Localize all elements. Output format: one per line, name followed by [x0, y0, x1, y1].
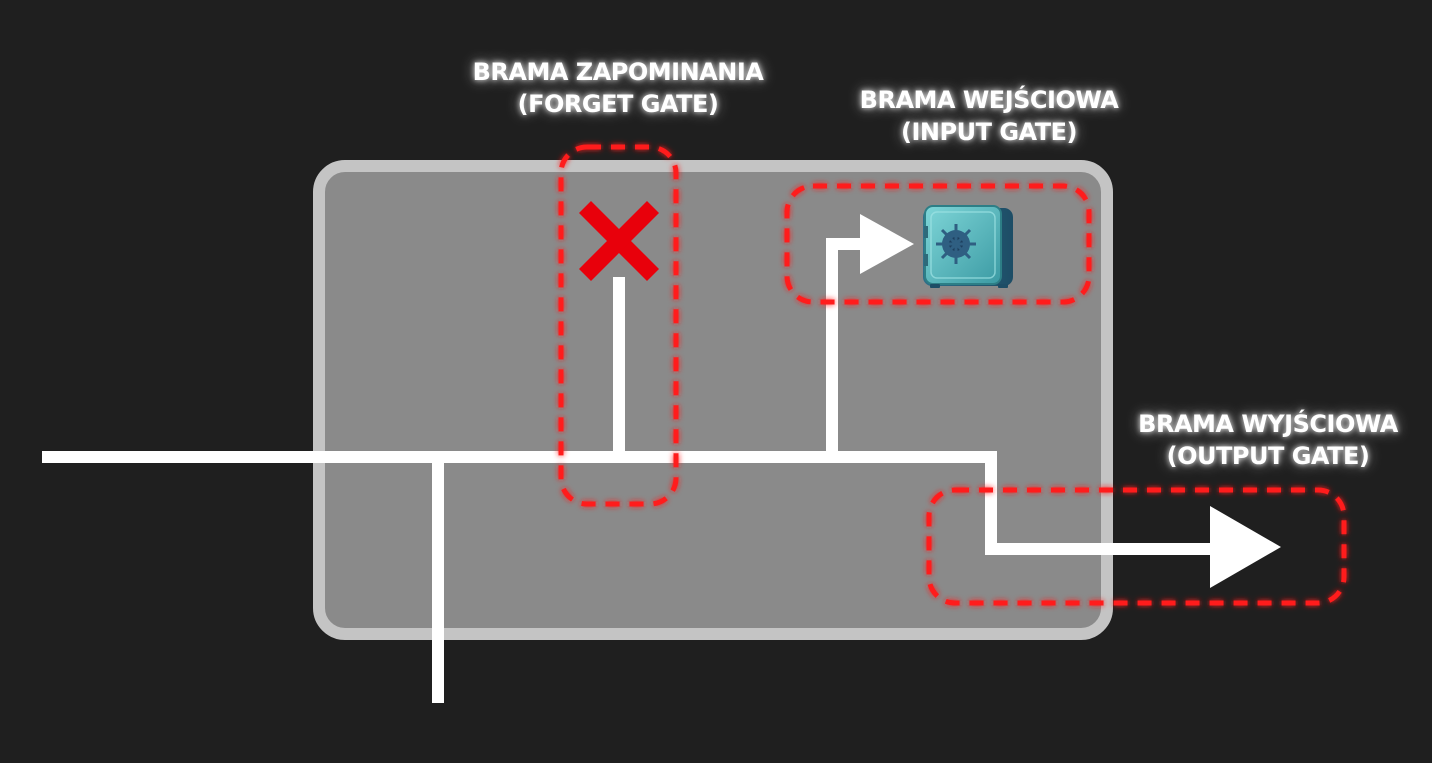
- forget-gate-outline: [558, 144, 679, 507]
- forget-gate-label-line2: (FORGET GATE): [517, 90, 719, 118]
- safe-icon: [923, 205, 1013, 288]
- wires: [42, 238, 1216, 703]
- output-arrow-icon: [1210, 506, 1281, 588]
- input-arrowhead: [860, 214, 914, 274]
- lstm-cell: [313, 160, 1113, 640]
- output-gate-label-line2: (OUTPUT GATE): [1166, 442, 1370, 470]
- output-gate-label: BRAMA WYJŚCIOWA (OUTPUT GATE): [1068, 408, 1432, 472]
- input-gate-label-line2: (INPUT GATE): [901, 118, 1077, 146]
- input-gate-wire: [826, 238, 866, 457]
- output-gate-outline: [926, 487, 1347, 606]
- output-gate-label-line1: BRAMA WYJŚCIOWA: [1138, 410, 1398, 438]
- red-x-icon: [578, 200, 660, 282]
- input-gate-label-line1: BRAMA WEJŚCIOWA: [859, 86, 1119, 114]
- input-gate-label: BRAMA WEJŚCIOWA (INPUT GATE): [789, 84, 1189, 148]
- forget-gate-label: BRAMA ZAPOMINANIA (FORGET GATE): [418, 56, 818, 120]
- input-gate-outline: [784, 183, 1092, 305]
- forget-gate-label-line1: BRAMA ZAPOMINANIA: [472, 58, 764, 86]
